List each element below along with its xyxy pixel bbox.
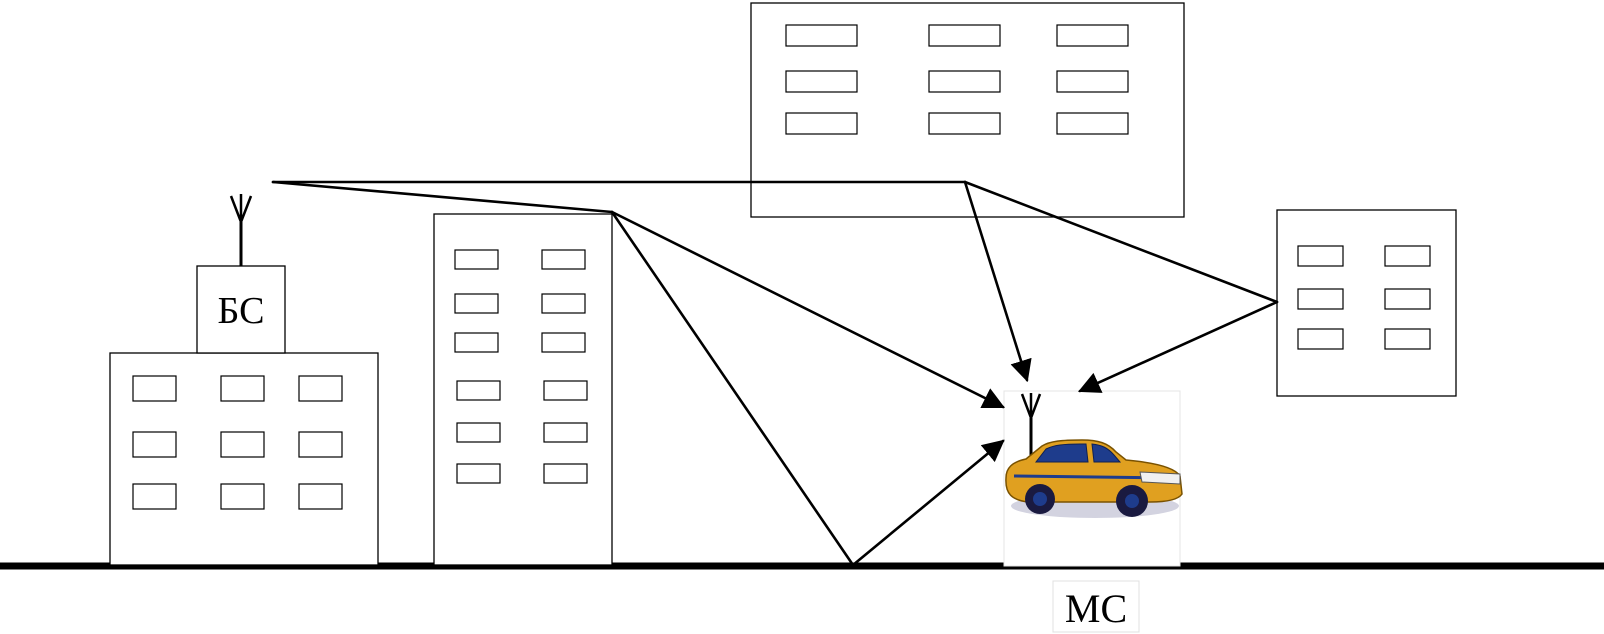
tall-building xyxy=(433,213,613,566)
antenna-icon xyxy=(229,194,253,266)
building-windows xyxy=(132,375,343,510)
ray-top-building-to-ms xyxy=(963,180,1032,383)
mobile-station-label: МС xyxy=(1065,586,1127,631)
top-building xyxy=(750,2,1185,218)
right-building xyxy=(1276,209,1457,397)
base-station-label: БС xyxy=(218,290,265,332)
building-windows xyxy=(1297,245,1431,350)
car-icon xyxy=(1005,439,1183,518)
building-windows xyxy=(454,249,588,484)
propagation-rays xyxy=(271,180,1279,567)
base-station-building: БС xyxy=(109,194,379,566)
ray-top-to-right-building xyxy=(963,180,1279,304)
mobile-station-label-frame xyxy=(1052,580,1140,633)
mobile-station xyxy=(1003,390,1183,567)
ray-right-building-to-ms xyxy=(1077,300,1279,393)
antenna-icon xyxy=(1020,393,1042,455)
ray-tall-building-to-ms xyxy=(610,210,1005,409)
ray-ground-to-ms xyxy=(851,439,1005,567)
building-windows xyxy=(785,24,1129,135)
base-station-box xyxy=(196,265,286,354)
ray-tall-building-to-ground xyxy=(610,210,855,567)
ray-bs-to-tall-building xyxy=(271,180,614,214)
